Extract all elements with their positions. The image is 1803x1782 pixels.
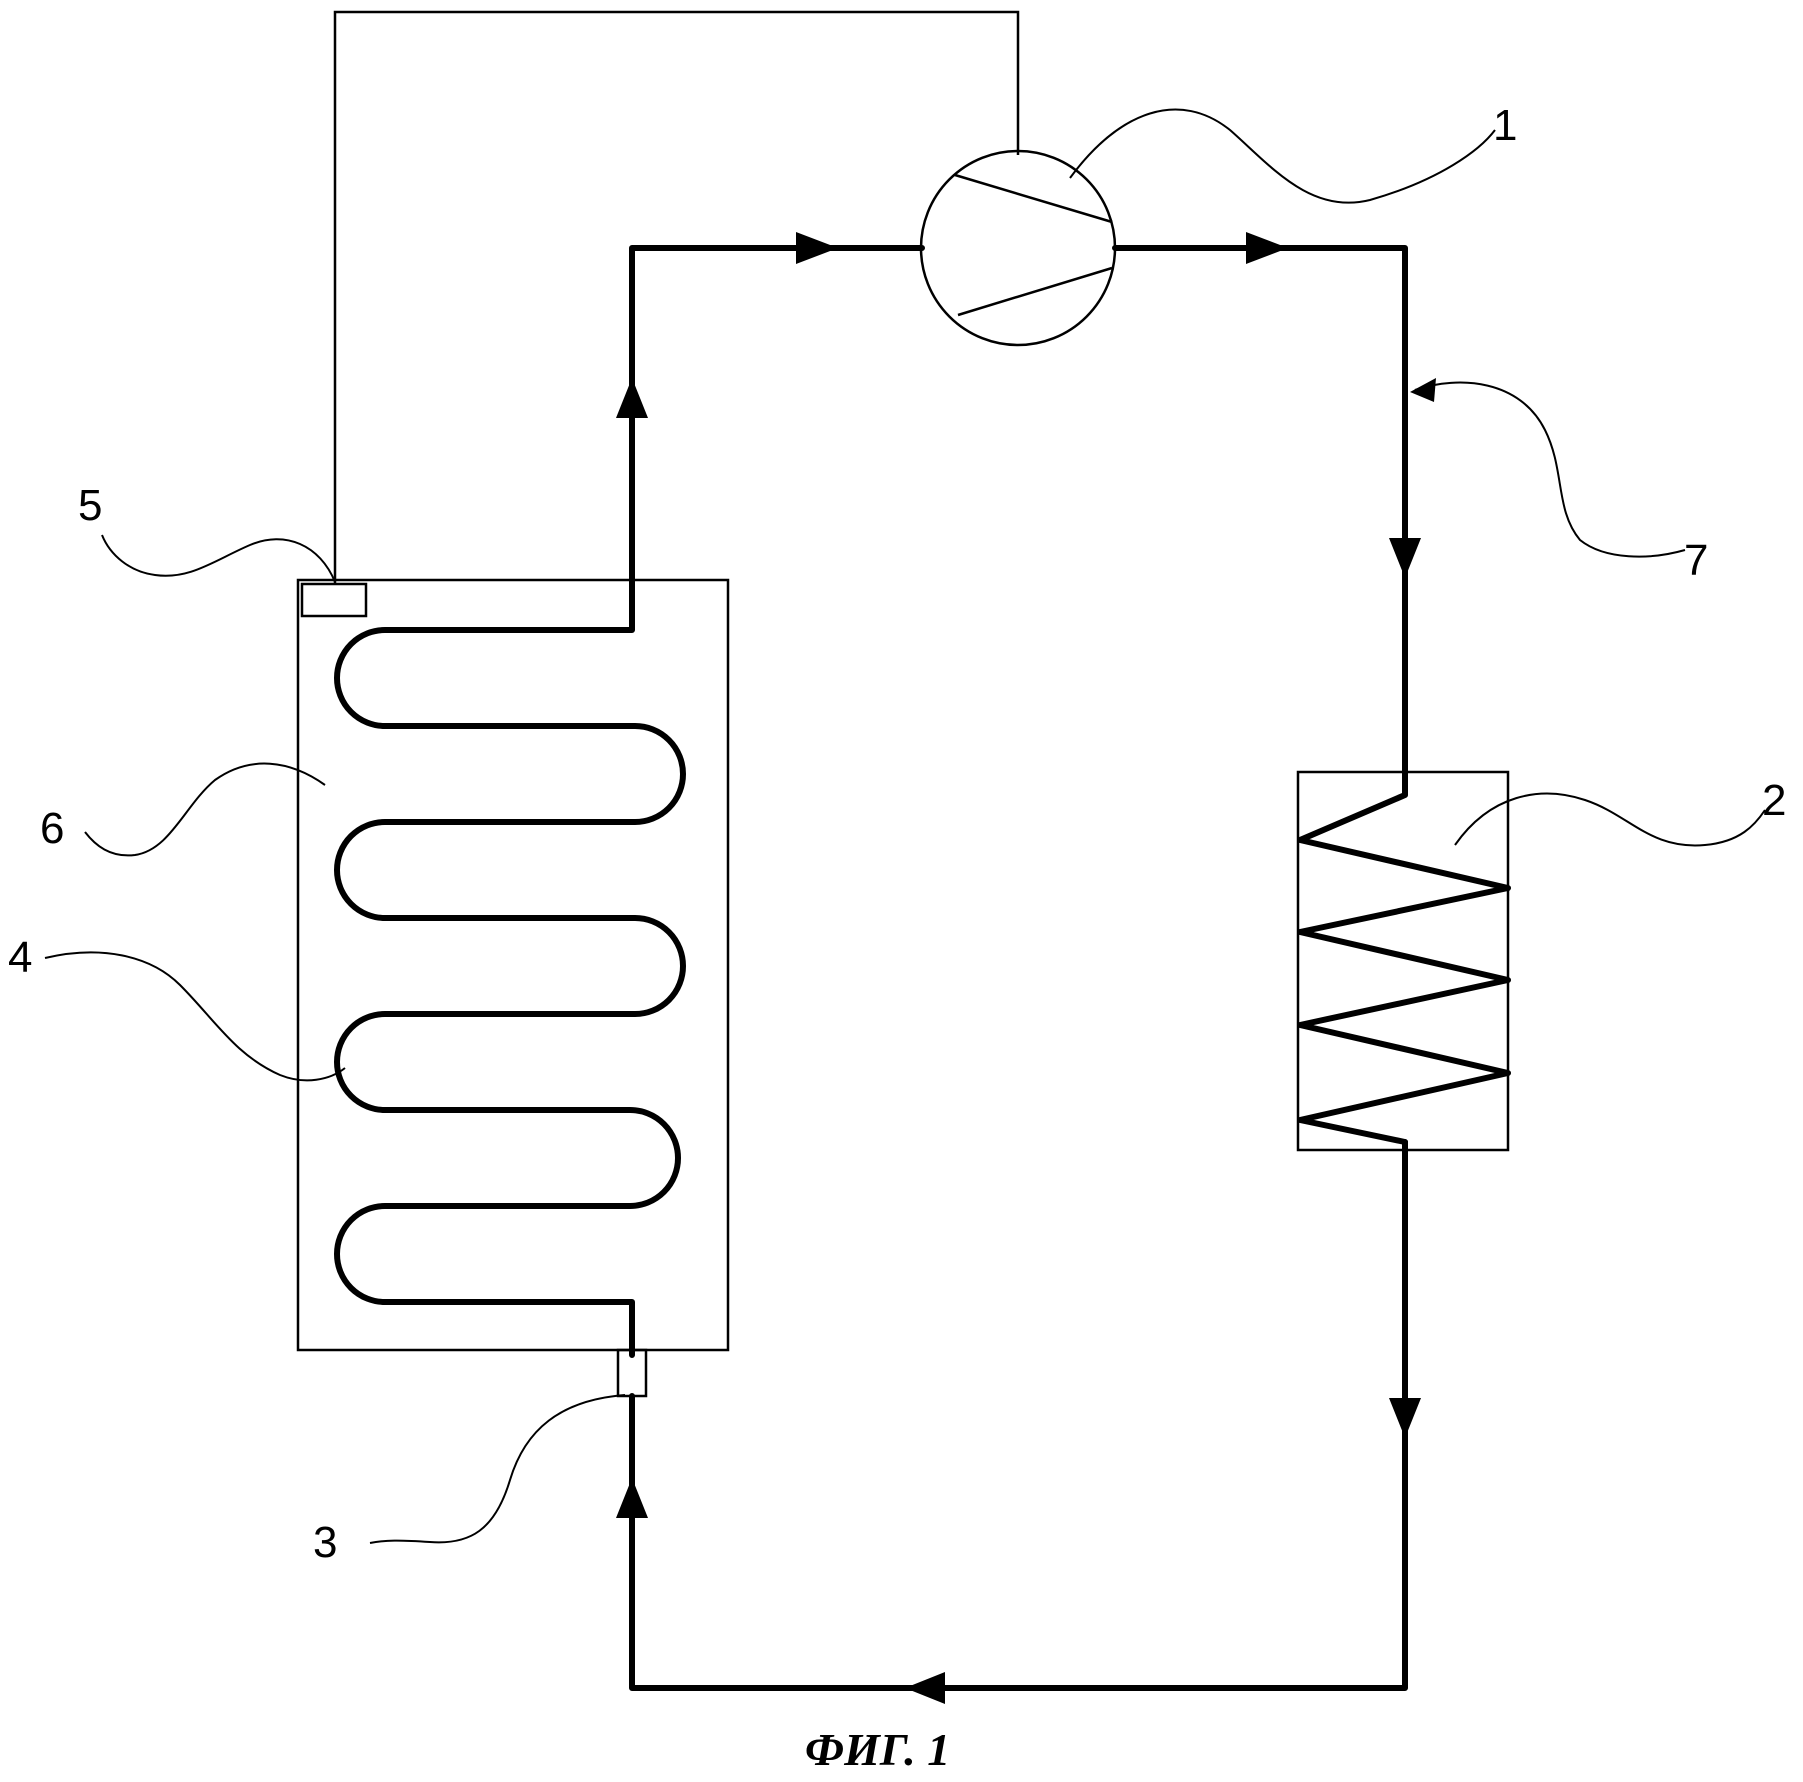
compressor — [919, 149, 1117, 347]
label-2-condenser: 2 — [1762, 776, 1786, 825]
leader-4 — [44, 951, 346, 1082]
sensor-box — [300, 582, 368, 618]
label-6-tank: 6 — [40, 804, 64, 853]
label-3-expansion-valve: 3 — [313, 1518, 337, 1567]
leader-6 — [84, 762, 326, 857]
figure-caption: ФИГ. 1 — [805, 1724, 950, 1775]
leader-5 — [101, 534, 336, 583]
flow-arrow-left-liquid — [905, 1672, 945, 1704]
leader-3 — [369, 1394, 626, 1544]
evaporator-coil — [334, 582, 686, 1358]
flow-arrow-up-liquid — [616, 1478, 648, 1518]
flow-arrow-right-suction — [796, 232, 838, 264]
discharge-line — [1112, 245, 1408, 775]
condenser-coil — [1297, 769, 1511, 1145]
leader-7 — [1414, 381, 1686, 558]
leader-1 — [1069, 108, 1496, 204]
leader-7-arrowhead — [1410, 378, 1436, 402]
label-1-compressor: 1 — [1493, 101, 1517, 150]
control-wire — [333, 10, 1020, 585]
suction-line — [629, 245, 925, 588]
compressor-upper-line — [954, 173, 1113, 224]
liquid-line — [629, 1139, 1408, 1691]
leader-2 — [1454, 792, 1766, 847]
flow-arrow-down-liquid — [1389, 1398, 1421, 1438]
label-7-pipe-line: 7 — [1684, 536, 1708, 585]
label-4-evaporator-coil: 4 — [8, 933, 32, 982]
compressor-lower-line — [957, 266, 1113, 317]
flow-arrow-up-suction — [616, 378, 648, 418]
label-5-sensor: 5 — [78, 481, 102, 530]
flow-arrow-down-discharge — [1389, 538, 1421, 578]
flow-arrow-right-discharge — [1246, 232, 1288, 264]
tank — [296, 578, 730, 1352]
